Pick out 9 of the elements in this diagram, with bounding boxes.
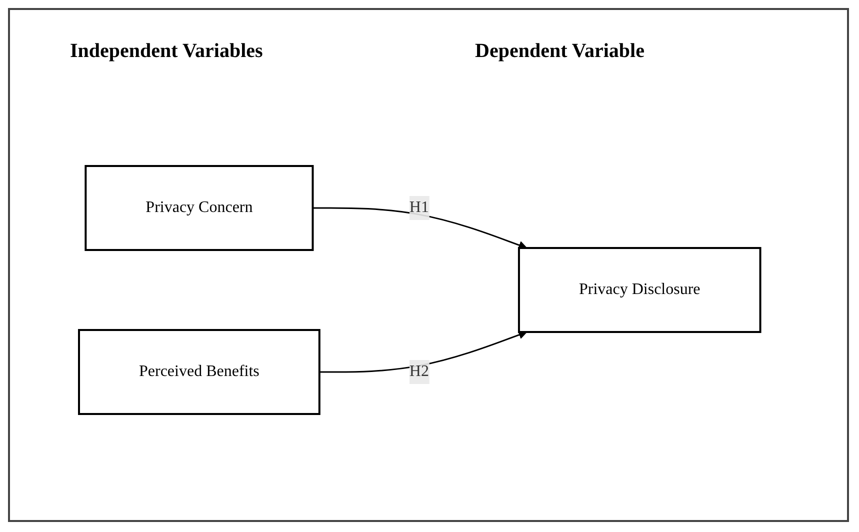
arrow [320,330,528,373]
column-heading: Independent Variables [70,40,263,63]
node-box: Privacy Concern [85,165,314,251]
node-box: Perceived Benefits [78,329,321,415]
edge-label: H1 [410,199,430,216]
edge-label: H2 [410,363,430,380]
node-box: Privacy Disclosure [518,247,762,333]
column-heading: Dependent Variable [475,40,644,63]
arrow [313,207,528,250]
